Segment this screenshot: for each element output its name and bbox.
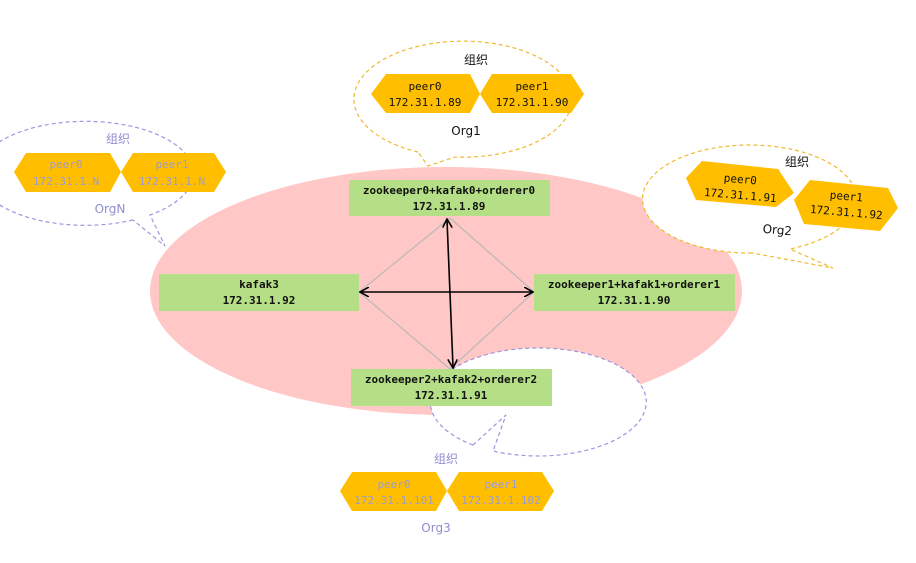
orgN-title: 组织 — [106, 132, 130, 146]
orgN-peer0-label: peer0 — [49, 158, 82, 171]
orgN-callout: 组织 peer0 172.31.1.N peer1 172.31.1.N Org… — [0, 120, 226, 247]
node-bottom: zookeeper2+kafak2+orderer2 172.31.1.91 — [351, 369, 552, 406]
connector-right-bottom — [449, 291, 535, 370]
node-right-name: zookeeper1+kafak1+orderer1 — [548, 278, 721, 291]
org3-title: 组织 — [434, 452, 458, 466]
orgN-peer0-shape — [14, 153, 121, 192]
node-left-ip: 172.31.1.92 — [223, 294, 296, 307]
org2-callout: 组织 peer0 172.31.1.91 peer1 172.31.1.92 O… — [641, 144, 898, 269]
org1-peer0-label: peer0 — [408, 80, 441, 93]
connector-bottom-left — [358, 291, 451, 370]
node-left: kafak3 172.31.1.92 — [159, 274, 359, 311]
org3-name: Org3 — [421, 521, 450, 535]
org2-peer1-label: peer1 — [829, 189, 863, 205]
org1-peer0-ip: 172.31.1.89 — [389, 96, 462, 109]
node-right-box — [534, 274, 735, 311]
org2-peer0-ip: 172.31.1.91 — [703, 186, 777, 205]
org3-peer1-ip: 172.31.1.102 — [461, 494, 540, 507]
node-bottom-box — [351, 369, 552, 406]
node-right-ip: 172.31.1.90 — [598, 294, 671, 307]
node-bottom-name: zookeeper2+kafak2+orderer2 — [365, 373, 537, 386]
org1-peer1-label: peer1 — [515, 80, 548, 93]
org1-peer0-shape — [371, 74, 480, 113]
org1-title: 组织 — [464, 53, 488, 67]
org3-peer0-ip: 172.31.1.101 — [354, 494, 433, 507]
node-top-box — [349, 180, 550, 216]
orgN-peer1-ip: 172.31.1.N — [139, 175, 205, 188]
org2-name: Org2 — [762, 222, 793, 239]
connector-top-right — [449, 217, 535, 293]
org2-peer1-ip: 172.31.1.92 — [809, 203, 883, 222]
connector-left-top — [358, 217, 451, 293]
node-top-name: zookeeper0+kafak0+orderer0 — [363, 184, 535, 197]
orgN-peer0-ip: 172.31.1.N — [33, 175, 99, 188]
node-right: zookeeper1+kafak1+orderer1 172.31.1.90 — [534, 274, 735, 311]
node-top-ip: 172.31.1.89 — [413, 200, 486, 213]
node-top: zookeeper0+kafak0+orderer0 172.31.1.89 — [349, 180, 550, 216]
org3-peer1-shape — [447, 472, 554, 511]
orgN-peer1-shape — [121, 153, 226, 192]
org3-peer0-shape — [340, 472, 447, 511]
org1-name: Org1 — [451, 124, 480, 138]
node-left-box — [159, 274, 359, 311]
diamond-connectors — [358, 217, 535, 370]
node-left-name: kafak3 — [239, 278, 279, 291]
org1-peer1-ip: 172.31.1.90 — [496, 96, 569, 109]
org2-peer0-label: peer0 — [723, 172, 757, 188]
org2-title: 组织 — [785, 155, 809, 169]
org2-peer1-shape — [794, 180, 898, 231]
org2-peer0-shape — [686, 161, 794, 207]
org3-peer1-label: peer1 — [484, 478, 517, 491]
org3-peer0-label: peer0 — [377, 478, 410, 491]
node-bottom-ip: 172.31.1.91 — [415, 389, 488, 402]
orgN-peer1-label: peer1 — [155, 158, 188, 171]
org1-callout: 组织 peer0 172.31.1.89 peer1 172.31.1.90 O… — [353, 40, 584, 167]
org1-peer1-shape — [480, 74, 584, 113]
orgN-name: OrgN — [95, 202, 126, 216]
